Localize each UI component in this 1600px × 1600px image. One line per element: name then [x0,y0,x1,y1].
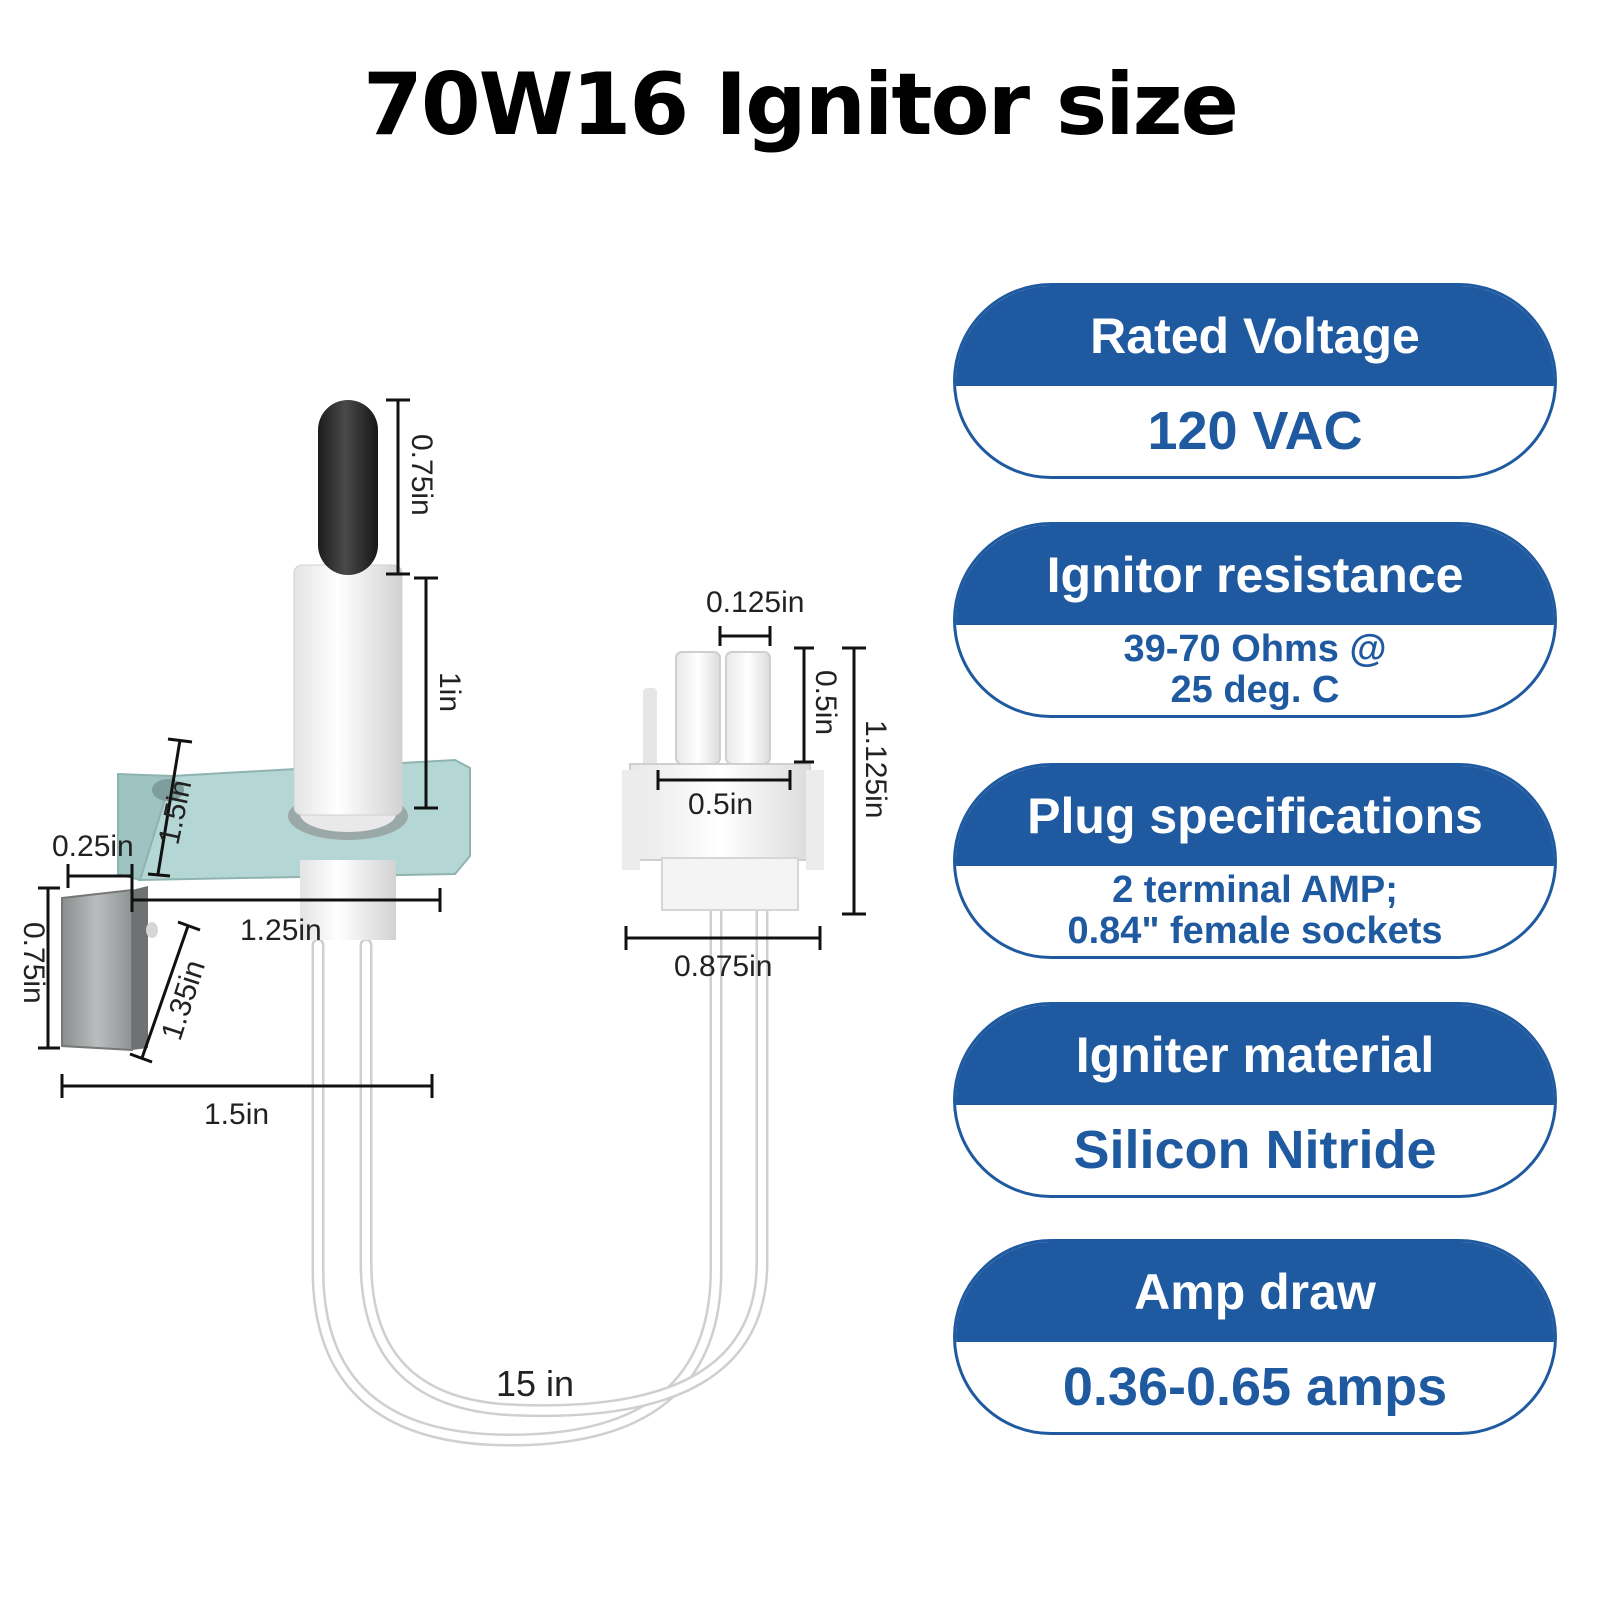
spec-label: Igniter material [956,1005,1554,1105]
dim-bracket-lip: 0.25in [52,830,134,863]
dim-bracket-diag-bottom: 1.35in [155,956,212,1044]
dim-plug-inner-width: 0.5in [688,788,753,821]
ignitor-diagram: 0.75in 1in 1.5in 0.25in 1.25in 0.75in 1.… [17,398,892,1447]
spec-label: Ignitor resistance [956,525,1554,625]
spec-label: Rated Voltage [956,286,1554,386]
dim-tab-height: 0.75in [17,922,50,1004]
spec-card-igniter-material: Igniter material Silicon Nitride [953,1002,1557,1198]
spec-card-amp-draw: Amp draw 0.36-0.65 amps [953,1239,1557,1435]
dim-wire-length: 15 in [496,1363,574,1404]
spec-value: 39-70 Ohms @25 deg. C [956,625,1554,715]
spec-value-line: 0.84" female sockets [1067,910,1443,952]
spec-card-ignitor-resistance: Ignitor resistance 39-70 Ohms @25 deg. C [953,522,1557,718]
spec-value: 0.36-0.65 amps [1062,1356,1448,1417]
dim-bracket-width: 1.25in [240,914,322,947]
dim-overall-width: 1.5in [204,1098,269,1131]
spec-value-line: 25 deg. C [1170,669,1340,711]
spec-label: Amp draw [956,1242,1554,1342]
spec-card-plug-specifications: Plug specifications 2 terminal AMP;0.84"… [953,763,1557,959]
spec-label: Plug specifications [956,766,1554,866]
dim-pin-gap: 0.125in [706,586,804,619]
ignitor-wires [311,898,769,1447]
spec-value: Silicon Nitride [1073,1119,1437,1180]
dim-plug-height: 1.125in [859,720,892,818]
spec-card-rated-voltage: Rated Voltage 120 VAC [953,283,1557,479]
dim-body-height: 1in [433,672,466,712]
dim-pin-height: 0.5in [809,670,842,735]
spec-value-line: 39-70 Ohms @ [1123,627,1387,670]
page-title: 70W16 Ignitor size [362,55,1239,155]
spec-value: 120 VAC [1147,400,1363,461]
dimension-lines [38,398,866,1098]
dim-plug-width: 0.875in [674,950,772,983]
spec-value: 2 terminal AMP;0.84" female sockets [956,866,1554,956]
mounting-bracket [61,758,471,1052]
dim-tip-height: 0.75in [405,434,438,516]
spec-value-line: 2 terminal AMP; [1112,868,1398,911]
